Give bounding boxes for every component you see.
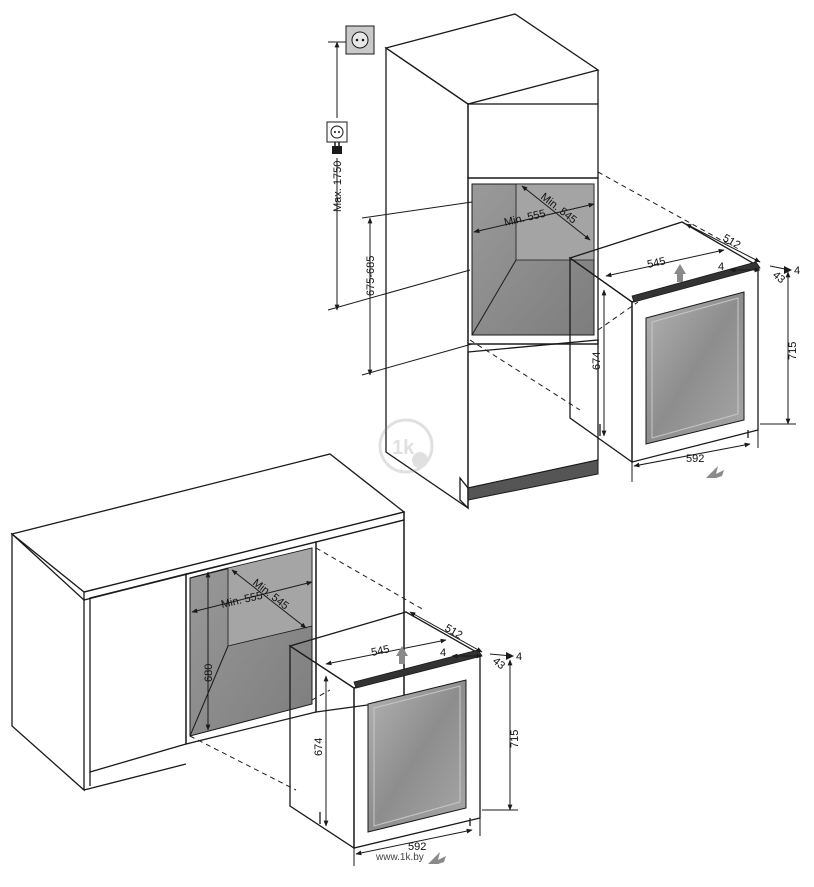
- dim-unit-total-height: 715: [760, 271, 799, 425]
- svg-text:1k: 1k: [392, 437, 415, 459]
- dim-bottom-gap-a-label: 4: [440, 647, 446, 659]
- dim-unit-width-label: 592: [686, 453, 704, 465]
- dim-unit-height: 674: [591, 289, 607, 437]
- dim-bottom-unit-top-depth-label: 545: [370, 643, 390, 659]
- dim-bottom-gap-b-label: 43: [490, 655, 507, 672]
- dim-unit-top-depth: 545: [605, 248, 725, 278]
- dim-niche-height: 675-685: [361, 201, 473, 376]
- dim-gap-c-label: 4: [794, 265, 800, 277]
- dim-unit-height-label: 674: [591, 352, 603, 370]
- socket-icon: [326, 121, 348, 143]
- tall-cabinet: [384, 13, 600, 510]
- plug-icon: [332, 142, 342, 154]
- dim-bottom-unit-top-depth: 545: [325, 638, 447, 666]
- projection-lines-top: [469, 171, 731, 411]
- dim-gap-a-label: 4: [718, 261, 724, 273]
- projection-lines-bottom: [189, 547, 425, 791]
- arrow-up: [674, 264, 686, 282]
- dim-bottom-unit-height-label: 674: [313, 738, 325, 756]
- dim-bottom-unit-total-height: 715: [482, 659, 521, 811]
- dim-unit-width: 592: [631, 430, 759, 482]
- dim-unit-total-height-label: 715: [787, 342, 799, 360]
- watermark-logo-icon: 1k: [378, 418, 434, 474]
- dim-unit-depth-overall-label: 512: [721, 232, 743, 252]
- watermark-text: www.1k.by: [375, 852, 424, 863]
- dim-bottom-niche-height-label: 680: [203, 664, 215, 682]
- socket-icon: [345, 25, 375, 55]
- dim-bottom-unit-height: 674: [313, 675, 329, 827]
- dim-bottom-unit-depth-overall-label: 512: [443, 622, 465, 642]
- dim-max-height: Max. 1750: [327, 41, 471, 311]
- dim-bottom-unit-width-label: 592: [408, 841, 426, 853]
- dim-max-height-label: Max. 1750: [332, 161, 344, 212]
- arrow-up: [396, 646, 408, 664]
- dim-bottom-unit-total-height-label: 715: [509, 730, 521, 748]
- dim-bottom-unit-width: 592: [353, 818, 481, 866]
- dim-bottom-gap-c-label: 4: [516, 651, 522, 663]
- dim-bottom-unit-depth-overall: 512: [409, 611, 483, 653]
- dim-bottom-gaps: 4 43 4: [440, 647, 522, 672]
- dim-niche-height-label: 675-685: [365, 256, 377, 296]
- dim-unit-top-depth-label: 545: [646, 255, 666, 271]
